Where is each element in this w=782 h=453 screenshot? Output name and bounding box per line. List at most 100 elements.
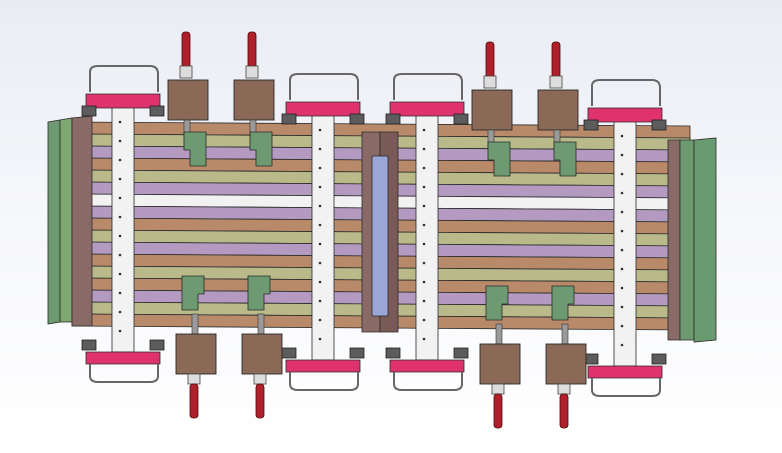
handle-loop-icon xyxy=(393,73,463,100)
bar-hole xyxy=(620,210,624,214)
pink-pad-top xyxy=(85,93,161,109)
pink-pad-bottom xyxy=(285,359,361,373)
bar-hole xyxy=(422,299,426,303)
end-plate-left xyxy=(71,115,93,327)
clamp-joint xyxy=(179,65,193,79)
toggle-clamp-icon xyxy=(189,383,199,419)
pink-pad-bottom xyxy=(85,351,161,365)
clamp-joint xyxy=(483,75,497,89)
locator-block-icon xyxy=(181,275,205,311)
handle-loop-icon xyxy=(89,364,159,383)
pad-bracket xyxy=(349,113,365,125)
pad-bracket xyxy=(81,339,97,351)
bar-hole xyxy=(422,185,426,189)
locator-block-icon xyxy=(249,131,273,167)
toggle-clamp-icon xyxy=(247,31,257,69)
handle-loop-icon xyxy=(591,79,661,106)
pad-bracket xyxy=(385,347,401,359)
handle-loop-icon xyxy=(89,65,159,92)
bar-hole xyxy=(422,318,426,322)
bar-hole xyxy=(318,223,322,227)
bar-hole xyxy=(422,147,426,151)
bar-hole xyxy=(620,286,624,290)
bar-hole xyxy=(118,158,122,162)
toggle-clamp-icon xyxy=(485,41,495,79)
clamp-body xyxy=(471,89,513,131)
bar-hole xyxy=(118,177,122,181)
end-plate-left xyxy=(59,117,73,323)
handle-loop-icon xyxy=(289,372,359,391)
pad-bracket xyxy=(149,105,165,117)
bar-hole xyxy=(118,120,122,124)
pink-pad-top xyxy=(285,101,361,117)
vertical-bar xyxy=(311,109,335,361)
pad-bracket xyxy=(651,119,667,131)
bar-hole xyxy=(318,337,322,341)
bar-hole xyxy=(318,166,322,170)
clamp-body xyxy=(479,343,521,385)
bar-hole xyxy=(318,204,322,208)
bar-hole xyxy=(318,280,322,284)
bar-hole xyxy=(318,185,322,189)
bar-hole xyxy=(620,153,624,157)
end-plate-right xyxy=(667,139,681,341)
clamp-joint xyxy=(557,383,571,395)
clamp-spindle xyxy=(561,323,569,345)
clamp-body xyxy=(545,343,587,385)
locator-block-icon xyxy=(487,141,511,177)
bar-hole xyxy=(318,299,322,303)
clamp-body xyxy=(241,333,283,375)
clamp-body xyxy=(537,89,579,131)
clamp-joint xyxy=(187,373,201,385)
pad-bracket xyxy=(349,347,365,359)
locator-block-icon xyxy=(247,275,271,311)
locator-block-icon xyxy=(551,285,575,321)
pad-bracket xyxy=(81,105,97,117)
clamp-spindle xyxy=(191,313,199,335)
clamp-joint xyxy=(491,383,505,395)
toggle-clamp-icon xyxy=(551,41,561,79)
clamp-body xyxy=(233,79,275,121)
bar-hole xyxy=(118,310,122,314)
pink-pad-top xyxy=(587,107,663,123)
handle-loop-icon xyxy=(393,372,463,391)
bar-hole xyxy=(422,242,426,246)
bar-hole xyxy=(620,305,624,309)
bar-hole xyxy=(118,272,122,276)
bar-hole xyxy=(422,280,426,284)
pad-bracket xyxy=(651,353,667,365)
bar-hole xyxy=(422,337,426,341)
bar-hole xyxy=(422,166,426,170)
bar-hole xyxy=(422,261,426,265)
bar-hole xyxy=(620,267,624,271)
clamp-spindle xyxy=(495,323,503,345)
bar-hole xyxy=(620,324,624,328)
toggle-clamp-icon xyxy=(255,383,265,419)
bar-hole xyxy=(118,291,122,295)
end-plate-left xyxy=(47,119,61,325)
center-slot xyxy=(371,155,389,317)
pad-bracket xyxy=(281,113,297,125)
bar-hole xyxy=(422,223,426,227)
bar-hole xyxy=(118,234,122,238)
bar-hole xyxy=(620,229,624,233)
bar-hole xyxy=(118,329,122,333)
toggle-clamp-icon xyxy=(181,31,191,69)
pad-bracket xyxy=(453,347,469,359)
clamp-spindle xyxy=(257,313,265,335)
bar-hole xyxy=(118,196,122,200)
bar-hole xyxy=(620,343,624,347)
bar-hole xyxy=(118,253,122,257)
bar-hole xyxy=(318,242,322,246)
clamp-body xyxy=(167,79,209,121)
pad-bracket xyxy=(149,339,165,351)
pink-pad-top xyxy=(389,101,465,117)
toggle-clamp-icon xyxy=(493,393,503,429)
clamp-joint xyxy=(253,373,267,385)
bar-hole xyxy=(118,139,122,143)
bar-hole xyxy=(318,147,322,151)
handle-loop-icon xyxy=(289,73,359,100)
bar-hole xyxy=(318,261,322,265)
